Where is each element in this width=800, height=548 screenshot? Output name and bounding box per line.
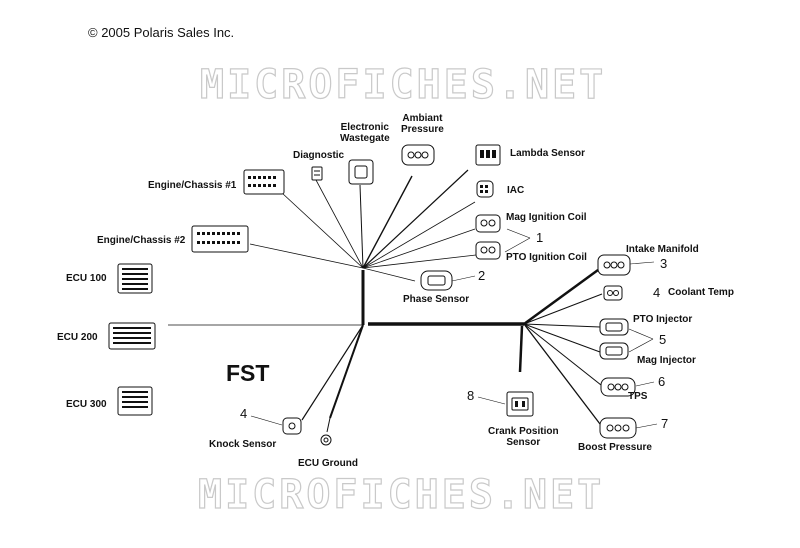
diagram-title: FST bbox=[226, 360, 270, 386]
coolant-temp-connector-icon bbox=[603, 285, 623, 301]
label-coolant-temp: Coolant Temp bbox=[668, 287, 734, 298]
label-mag-injector: Mag Injector bbox=[637, 355, 696, 366]
callout-2: 2 bbox=[478, 268, 486, 283]
trunk-to-crank bbox=[518, 325, 524, 373]
label-engine-chassis-1: Engine/Chassis #1 bbox=[148, 180, 237, 191]
lambda-sensor-connector-icon bbox=[475, 144, 501, 166]
pto-injector-connector-icon bbox=[599, 318, 629, 336]
callout-5: 5 bbox=[659, 332, 667, 347]
engine-chassis-1-connector-icon bbox=[243, 169, 285, 195]
tps-connector-icon bbox=[600, 377, 636, 397]
label-crank-position-sensor: Crank Position Sensor bbox=[488, 426, 559, 448]
label-electronic-wastegate: Electronic Wastegate bbox=[340, 122, 390, 144]
pto-ignition-coil-connector-icon bbox=[475, 241, 501, 260]
intake-manifold-connector-icon bbox=[597, 254, 631, 276]
watermark-bottom: MICROFICHES.NET bbox=[197, 471, 605, 518]
iac-connector-icon bbox=[476, 180, 494, 198]
ecu-200-connector-icon bbox=[108, 322, 156, 350]
label-lambda-sensor: Lambda Sensor bbox=[510, 148, 586, 159]
knock-sensor-connector-icon bbox=[282, 417, 302, 435]
label-mag-ignition-coil: Mag Ignition Coil bbox=[506, 212, 587, 223]
callout-1: 1 bbox=[536, 230, 544, 245]
engine-chassis-2-connector-icon bbox=[191, 225, 249, 253]
label-ecu-ground: ECU Ground bbox=[298, 458, 358, 469]
label-pto-injector: PTO Injector bbox=[633, 314, 693, 325]
label-phase-sensor: Phase Sensor bbox=[403, 294, 470, 305]
crank-position-sensor-connector-icon bbox=[506, 391, 534, 417]
phase-sensor-connector-icon bbox=[420, 270, 453, 291]
copyright-text: © 2005 Polaris Sales Inc. bbox=[88, 25, 235, 40]
ambient-pressure-connector-icon bbox=[401, 144, 435, 166]
label-ecu-200: ECU 200 bbox=[57, 332, 98, 343]
callout-8: 8 bbox=[467, 388, 475, 403]
label-diagnostic: Diagnostic bbox=[293, 150, 345, 161]
ecu-100-connector-icon bbox=[117, 263, 153, 294]
callout-4-knock: 4 bbox=[240, 406, 248, 421]
label-pto-ignition-coil: PTO Ignition Coil bbox=[506, 252, 587, 263]
callout-6: 6 bbox=[658, 374, 666, 389]
boost-pressure-connector-icon bbox=[599, 417, 637, 439]
callout-7: 7 bbox=[661, 416, 669, 431]
watermark-top: MICROFICHES.NET bbox=[199, 61, 607, 108]
label-tps: TPS bbox=[628, 391, 648, 402]
ecu-ground-terminal-icon bbox=[320, 434, 332, 446]
label-engine-chassis-2: Engine/Chassis #2 bbox=[97, 235, 186, 246]
callout-4-coolant: 4 bbox=[653, 285, 661, 300]
ecu-300-connector-icon bbox=[117, 386, 153, 416]
label-ambient-pressure: Ambiant Pressure bbox=[401, 113, 444, 135]
label-knock-sensor: Knock Sensor bbox=[209, 439, 277, 450]
label-ecu-100: ECU 100 bbox=[66, 273, 107, 284]
label-ecu-300: ECU 300 bbox=[66, 399, 107, 410]
label-boost-pressure: Boost Pressure bbox=[578, 442, 652, 453]
callout-3: 3 bbox=[660, 256, 668, 271]
mag-ignition-coil-connector-icon bbox=[475, 214, 501, 233]
label-intake-manifold: Intake Manifold bbox=[626, 244, 699, 255]
diagnostic-connector-icon bbox=[311, 166, 323, 181]
electronic-wastegate-connector-icon bbox=[348, 159, 374, 185]
label-iac: IAC bbox=[507, 185, 525, 196]
mag-injector-connector-icon bbox=[599, 342, 629, 360]
